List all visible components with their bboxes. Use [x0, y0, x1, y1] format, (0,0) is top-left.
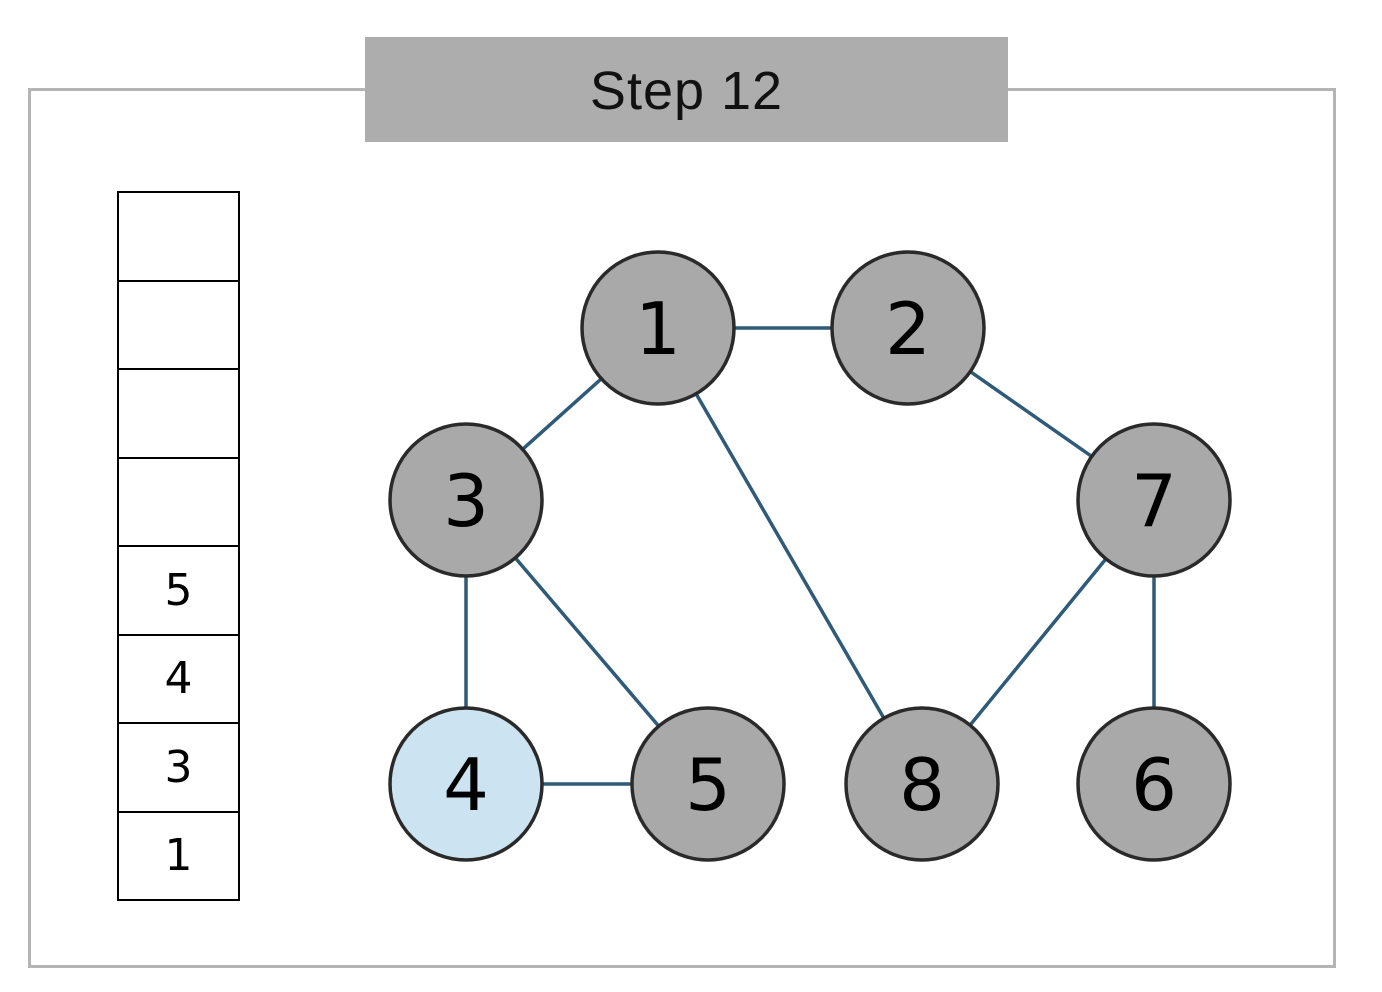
nodes-layer: 1 2 3 7 4 5 8 6 — [388, 250, 1232, 862]
node-4: 4 — [388, 706, 544, 862]
stack-cell: 3 — [117, 722, 240, 813]
node-circle — [830, 250, 986, 406]
node-8: 8 — [844, 706, 1000, 862]
node-circle — [1076, 706, 1232, 862]
node-5: 5 — [630, 706, 786, 862]
node-3: 3 — [388, 422, 544, 578]
node-circle — [388, 706, 544, 862]
node-2: 2 — [830, 250, 986, 406]
stack-cell: 1 — [117, 810, 240, 901]
stack-cell — [117, 191, 240, 282]
node-label: 2 — [885, 287, 931, 371]
node-circle — [1076, 422, 1232, 578]
stack-cell — [117, 279, 240, 370]
node-6: 6 — [1076, 706, 1232, 862]
node-circle — [844, 706, 1000, 862]
step-banner: Step 12 — [365, 37, 1008, 142]
node-circle — [580, 250, 736, 406]
node-circle — [630, 706, 786, 862]
node-label: 3 — [443, 459, 489, 543]
node-7: 7 — [1076, 422, 1232, 578]
step-title: Step 12 — [589, 60, 784, 121]
stack: 5 4 3 1 — [117, 191, 240, 901]
edge-1-8 — [656, 327, 924, 785]
node-label: 5 — [685, 743, 731, 827]
node-circle — [388, 422, 544, 578]
stack-cell: 5 — [117, 545, 240, 636]
node-label: 6 — [1131, 743, 1177, 827]
node-1: 1 — [580, 250, 736, 406]
node-label: 4 — [443, 743, 489, 827]
node-label: 8 — [899, 743, 945, 827]
edges-layer — [464, 326, 1156, 786]
node-label: 1 — [635, 287, 681, 371]
stack-cell — [117, 456, 240, 547]
node-label: 7 — [1131, 459, 1177, 543]
